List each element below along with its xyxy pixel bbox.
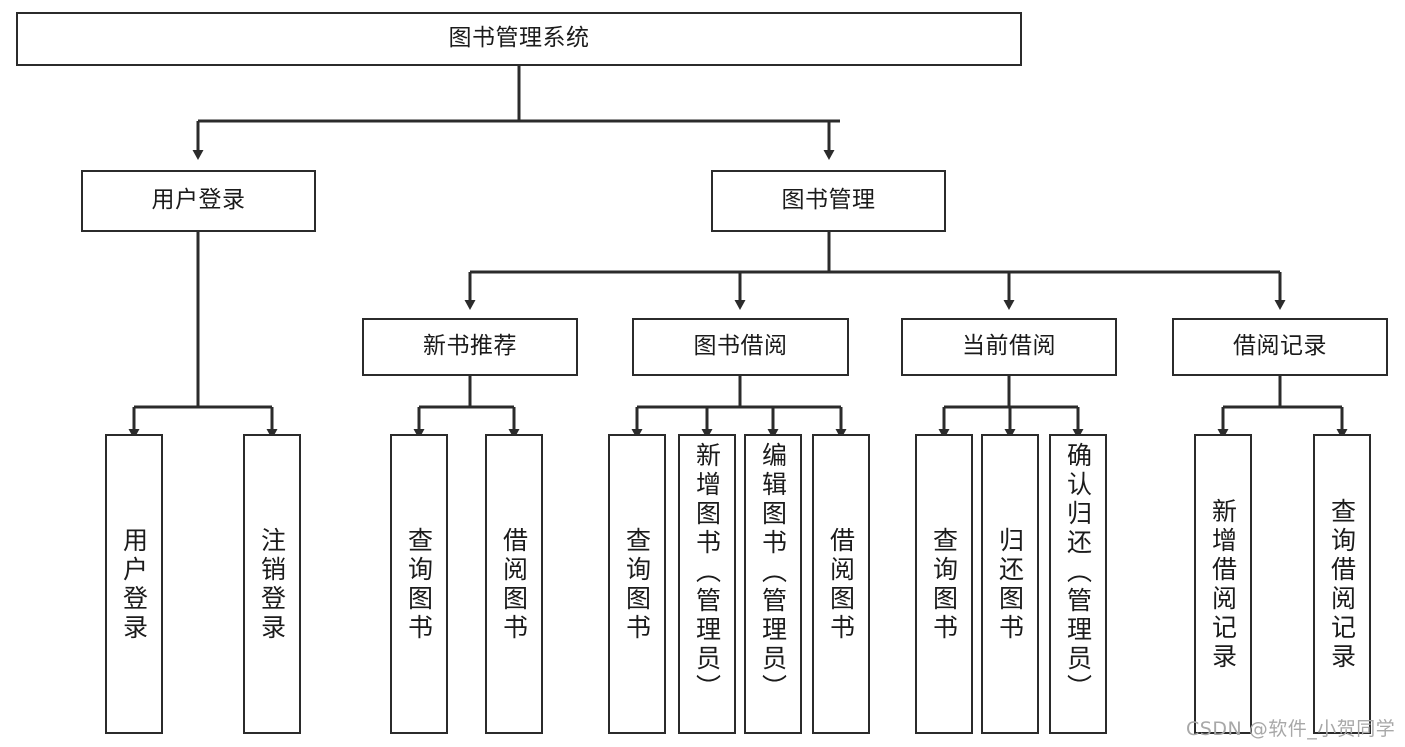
- node-book-borrow-label: 图书借阅: [693, 333, 788, 360]
- leaf-label: 查询图书: [404, 527, 434, 643]
- leaf-current-borrow-confirm-return[interactable]: 确认归还（管理员）: [1049, 434, 1107, 734]
- node-current-borrow-label: 当前借阅: [962, 333, 1056, 360]
- node-root-label: 图书管理系统: [448, 25, 590, 52]
- node-user-login-label: 用户登录: [151, 187, 246, 214]
- leaf-label: 借阅图书: [499, 527, 529, 643]
- leaf-borrow-record-query[interactable]: 查询借阅记录: [1313, 434, 1371, 734]
- leaf-book-borrow-add[interactable]: 新增图书（管理员）: [678, 434, 736, 734]
- leaf-current-borrow-return[interactable]: 归还图书: [981, 434, 1039, 734]
- node-borrow-record[interactable]: 借阅记录: [1172, 318, 1388, 376]
- leaf-borrow-record-add[interactable]: 新增借阅记录: [1194, 434, 1252, 734]
- leaf-label: 新增借阅记录: [1208, 498, 1238, 672]
- leaf-label: 注销登录: [257, 527, 287, 643]
- leaf-label: 借阅图书: [826, 527, 856, 643]
- leaf-user-login-logout[interactable]: 注销登录: [243, 434, 301, 734]
- leaf-label: 新增图书（管理员）: [692, 442, 722, 703]
- node-book-management-label: 图书管理: [781, 187, 876, 214]
- node-borrow-record-label: 借阅记录: [1233, 333, 1327, 360]
- leaf-book-borrow-query[interactable]: 查询图书: [608, 434, 666, 734]
- leaf-label: 查询图书: [929, 527, 959, 643]
- leaf-book-borrow-edit[interactable]: 编辑图书（管理员）: [744, 434, 802, 734]
- leaf-label: 确认归还（管理员）: [1063, 442, 1093, 703]
- csdn-watermark: CSDN @软件_小贺同学: [1186, 718, 1396, 740]
- node-new-book-recommend[interactable]: 新书推荐: [362, 318, 578, 376]
- node-root[interactable]: 图书管理系统: [16, 12, 1022, 66]
- leaf-user-login-login[interactable]: 用户登录: [105, 434, 163, 734]
- leaf-book-borrow-borrow[interactable]: 借阅图书: [812, 434, 870, 734]
- node-book-management[interactable]: 图书管理: [711, 170, 946, 232]
- leaf-label: 用户登录: [119, 527, 149, 643]
- leaf-label: 编辑图书（管理员）: [758, 442, 788, 703]
- leaf-label: 查询图书: [622, 527, 652, 643]
- leaf-label: 归还图书: [995, 527, 1025, 643]
- leaf-current-borrow-query[interactable]: 查询图书: [915, 434, 973, 734]
- node-user-login[interactable]: 用户登录: [81, 170, 316, 232]
- leaf-new-book-borrow[interactable]: 借阅图书: [485, 434, 543, 734]
- leaf-label: 查询借阅记录: [1327, 498, 1357, 672]
- node-book-borrow[interactable]: 图书借阅: [632, 318, 849, 376]
- node-current-borrow[interactable]: 当前借阅: [901, 318, 1117, 376]
- node-new-book-recommend-label: 新书推荐: [423, 333, 517, 360]
- leaf-new-book-query[interactable]: 查询图书: [390, 434, 448, 734]
